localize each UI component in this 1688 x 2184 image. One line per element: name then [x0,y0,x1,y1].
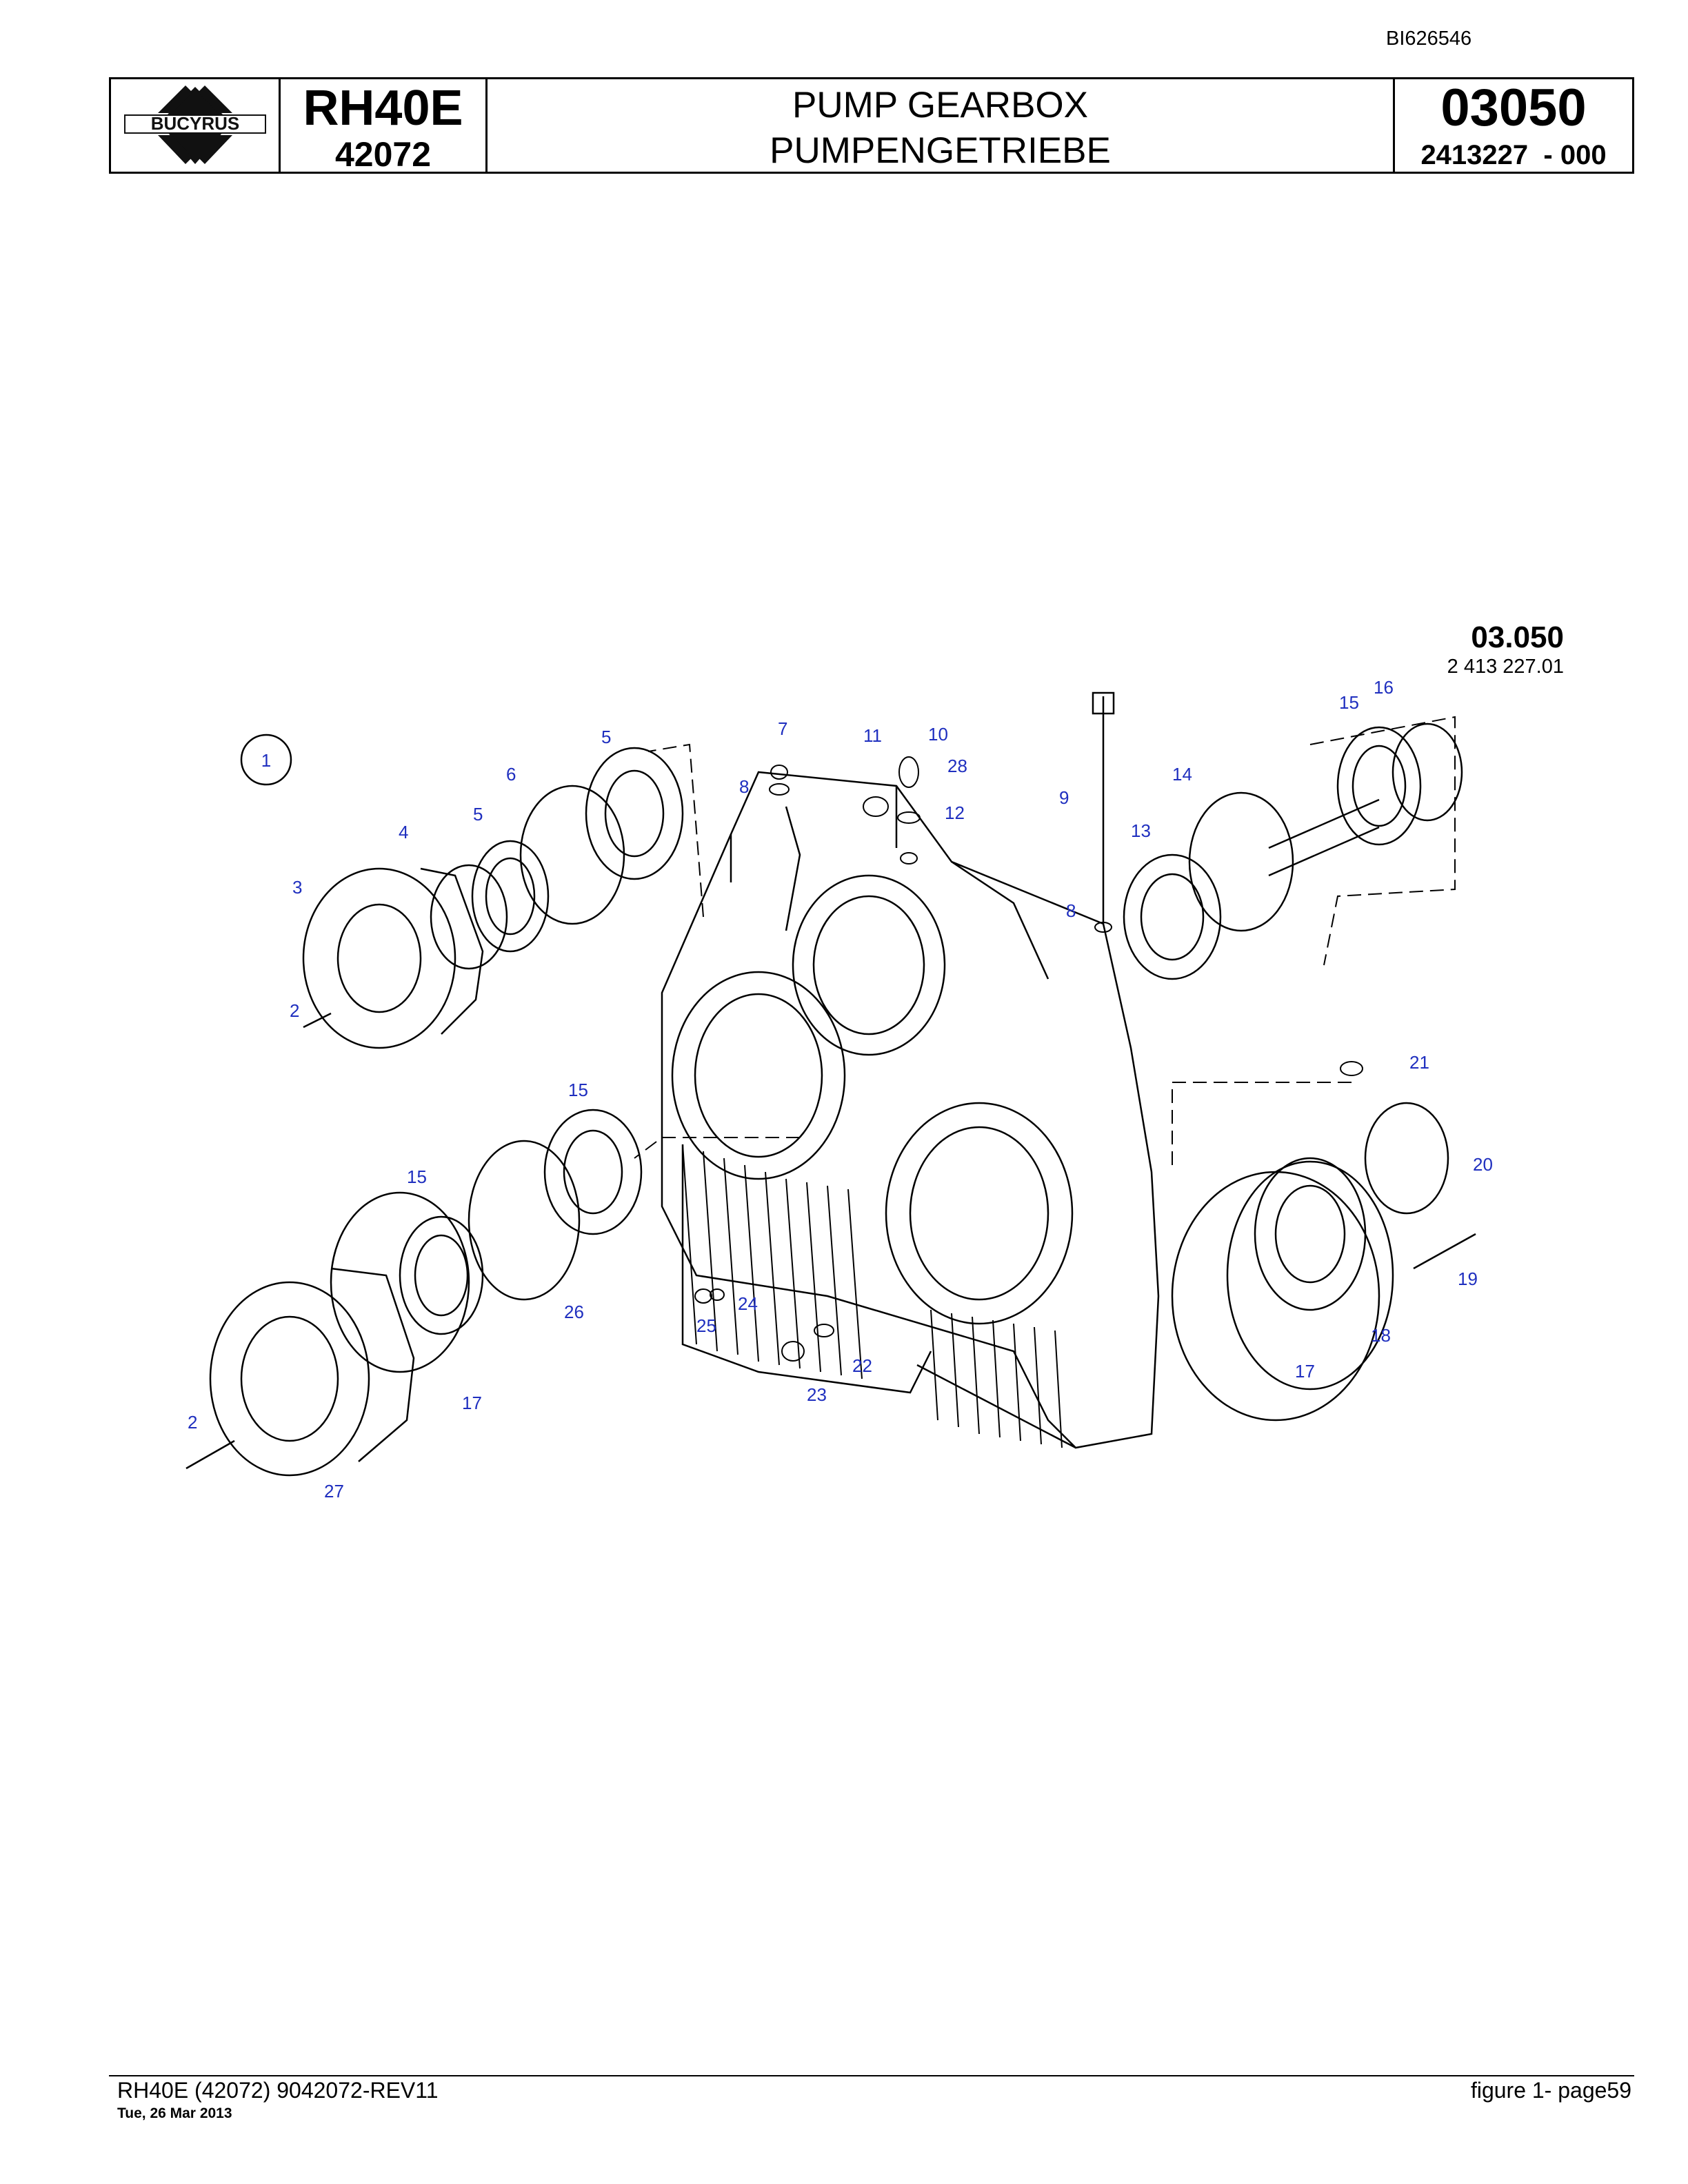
document-id: BI626546 [1386,28,1472,50]
label-14: 14 [1172,764,1192,785]
title-cell: PUMP GEARBOX PUMPENGETRIEBE [488,79,1395,172]
footer-doc-ref: RH40E (42072) 9042072-REV11 [117,2078,439,2103]
serial-number: 42072 [334,135,432,174]
label-2-upper: 2 [290,1000,299,1021]
label-11: 11 [863,725,882,746]
footer-page-ref: figure 1- page59 [1470,2078,1631,2103]
part-number: 2413227 - 000 [1420,140,1607,170]
label-7: 7 [778,718,787,739]
label-24: 24 [738,1293,758,1314]
label-16: 16 [1374,677,1394,698]
label-13: 13 [1131,820,1151,841]
label-22: 22 [852,1355,872,1376]
label-5-lower: 5 [473,804,483,825]
label-18: 18 [1371,1325,1391,1346]
label-12: 12 [945,802,965,823]
label-6: 6 [506,764,516,785]
label-17-right: 17 [1295,1361,1315,1382]
brand-logo: BUCYRUS [111,79,281,172]
part-labels: 2 2 3 4 5 5 6 7 8 8 9 10 11 12 13 14 15 … [188,677,1493,1502]
label-9: 9 [1059,787,1069,808]
gearbox-housing [661,771,1160,1449]
label-8-left: 8 [739,776,749,797]
label-28: 28 [947,756,967,776]
plugs-and-seals [694,756,1363,1362]
logo-text: BUCYRUS [150,113,239,134]
left-upper-assembly [302,747,684,1049]
group-number: 03050 [1440,79,1587,137]
title-german: PUMPENGETRIEBE [770,130,1111,171]
label-27: 27 [324,1481,344,1502]
label-15-left: 15 [407,1166,427,1187]
left-lower-assembly [185,1109,643,1477]
label-15-mid: 15 [568,1080,588,1100]
label-23: 23 [807,1384,827,1405]
label-25: 25 [696,1315,716,1336]
bucyrus-logo: BUCYRUS [123,85,266,164]
model-name: RH40E [303,81,463,136]
label-19: 19 [1458,1268,1478,1289]
cooling-fins [682,1144,1063,1448]
assembly-lines [634,716,1456,1172]
footer-date: Tue, 26 Mar 2013 [117,2105,232,2121]
item-callout-label: 1 [261,750,271,771]
label-20: 20 [1473,1154,1493,1175]
title-english: PUMP GEARBOX [792,85,1089,125]
label-10: 10 [928,724,948,745]
drawing-number: 2 413 227.01 [1447,656,1564,678]
label-4: 4 [399,822,408,842]
label-3: 3 [292,877,302,898]
label-5-upper: 5 [601,727,611,747]
right-lower-assembly [1171,1102,1476,1422]
model-cell: RH40E 42072 [281,79,488,172]
title-block: BUCYRUS RH40E 42072 PUMP GEARBOX PUMPENG… [109,77,1634,174]
group-cell: 03050 2413227 - 000 [1395,79,1632,172]
right-upper-assembly [1092,691,1463,980]
label-26: 26 [564,1302,584,1322]
item-callout-circle [240,734,292,786]
label-15-right: 15 [1339,692,1359,713]
label-8-right: 8 [1066,900,1076,921]
label-2-lower: 2 [188,1412,197,1433]
label-17-left: 17 [462,1393,482,1413]
figure-code: 03.050 [1471,620,1564,654]
figure-code-block: 03.050 2 413 227.01 [1447,620,1564,678]
label-21: 21 [1409,1052,1429,1073]
footer-rule [109,2075,1634,2076]
